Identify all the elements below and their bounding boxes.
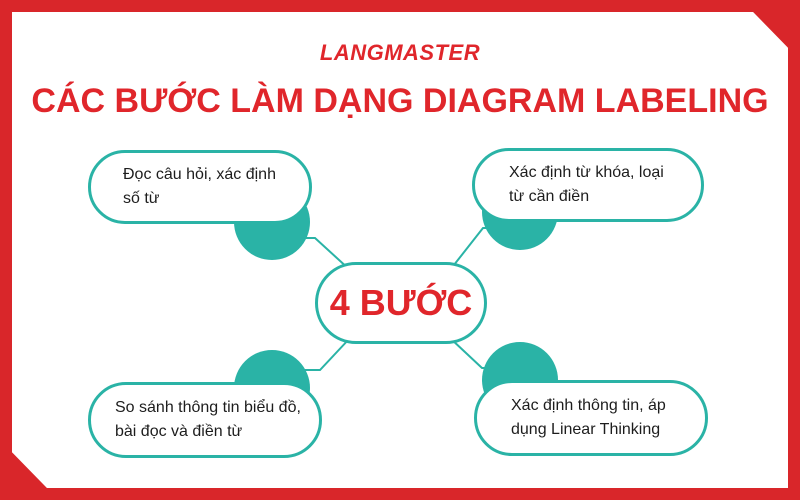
brand-logo: LANGMASTER bbox=[319, 40, 481, 65]
connector-bottom-right bbox=[449, 337, 524, 369]
step-node-2-text: Xác định từ khóa, loại từ cần điền bbox=[509, 164, 664, 205]
step-node-1-text: Đọc câu hỏi, xác định số từ bbox=[123, 166, 276, 207]
step-node-4: Xác định thông tin, áp dụng Linear Think… bbox=[474, 380, 708, 456]
step-node-3: So sánh thông tin biểu đồ, bài đọc và đi… bbox=[88, 382, 322, 458]
connector-top-left bbox=[276, 237, 351, 271]
step-node-2: Xác định từ khóa, loại từ cần điền bbox=[472, 148, 704, 222]
connector-top-right bbox=[449, 227, 524, 271]
center-node: 4 BƯỚC bbox=[315, 262, 487, 344]
step-node-4-text: Xác định thông tin, áp dụng Linear Think… bbox=[511, 397, 666, 438]
step-node-1: Đọc câu hỏi, xác định số từ bbox=[88, 150, 312, 224]
page-title: CÁC BƯỚC LÀM DẠNG DIAGRAM LABELING bbox=[31, 82, 769, 120]
connector-bottom-left bbox=[276, 337, 351, 371]
center-node-label: 4 BƯỚC bbox=[329, 282, 473, 323]
step-node-3-text: So sánh thông tin biểu đồ, bài đọc và đi… bbox=[115, 399, 301, 440]
